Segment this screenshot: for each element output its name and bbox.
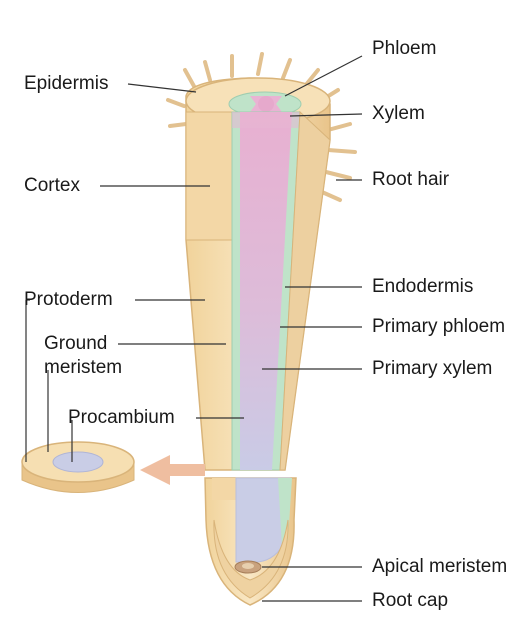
label-apical-meristem: Apical meristem <box>372 556 507 578</box>
label-ground-line1: Ground <box>44 333 107 355</box>
label-root-cap: Root cap <box>372 590 448 612</box>
label-endodermis: Endodermis <box>372 276 473 298</box>
label-epidermis: Epidermis <box>24 73 108 95</box>
label-primary-xylem: Primary xylem <box>372 358 492 380</box>
label-procambium: Procambium <box>68 407 175 429</box>
label-phloem: Phloem <box>372 38 436 60</box>
transfer-arrow <box>140 455 205 485</box>
cortex-slab <box>186 112 232 240</box>
label-ground-line2: meristem <box>44 357 122 379</box>
label-xylem: Xylem <box>372 103 425 125</box>
label-root-hair: Root hair <box>372 169 449 191</box>
label-cortex: Cortex <box>24 175 80 197</box>
label-primary-phloem: Primary phloem <box>372 316 505 338</box>
cross-section-disc <box>22 442 134 493</box>
label-protoderm: Protoderm <box>24 289 113 311</box>
